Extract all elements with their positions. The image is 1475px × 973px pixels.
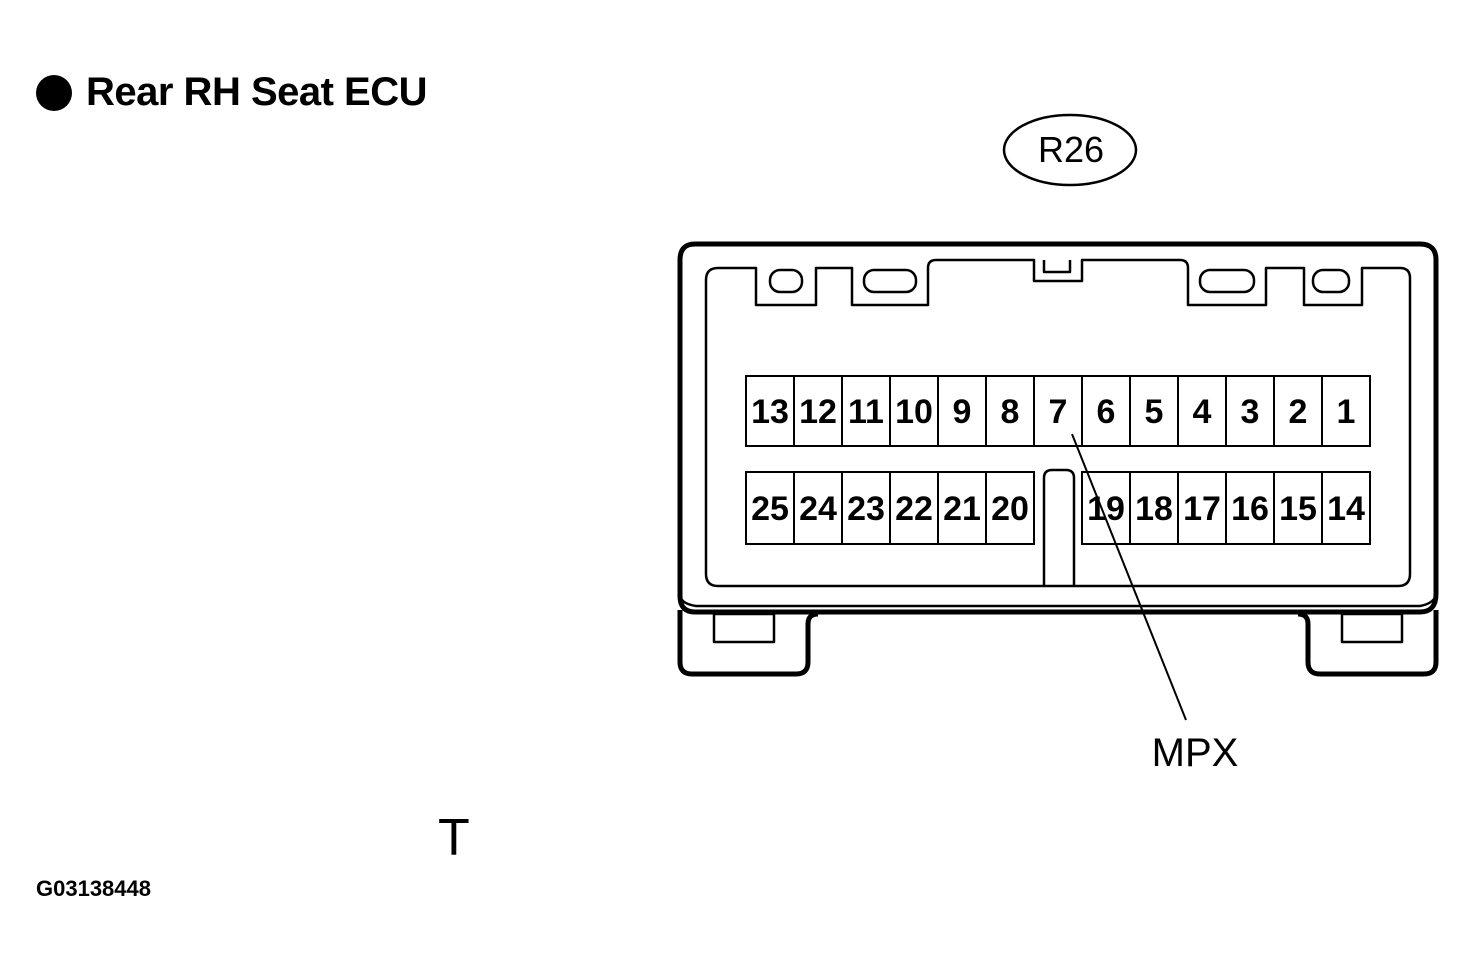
pin-21: 21 — [937, 471, 987, 545]
pin-5: 5 — [1129, 375, 1179, 447]
pin-cell — [937, 471, 987, 545]
pin-number: 4 — [1193, 393, 1212, 431]
pin-cell — [841, 375, 891, 447]
pin-cell — [1033, 375, 1083, 447]
pin-cell — [745, 375, 795, 447]
title-text: Rear RH Seat ECU — [86, 70, 428, 114]
view-mark: T — [438, 809, 470, 867]
callout-leader-line — [1071, 433, 1187, 721]
pin-10: 10 — [889, 375, 939, 447]
pin-cell — [793, 375, 843, 447]
pin-9: 9 — [937, 375, 987, 447]
pin-16: 16 — [1225, 471, 1275, 545]
pin-number: 21 — [943, 490, 981, 528]
pin-23: 23 — [841, 471, 891, 545]
pin-12: 12 — [793, 375, 843, 447]
pin-number: 13 — [751, 393, 789, 431]
pin-cell — [1225, 375, 1275, 447]
pin-7: 7 — [1033, 375, 1083, 447]
pin-22: 22 — [889, 471, 939, 545]
pin-cell — [1321, 375, 1371, 447]
pin-20: 20 — [985, 471, 1035, 545]
pin-number: 10 — [895, 393, 933, 431]
pin-cell — [841, 471, 891, 545]
pin-number: 17 — [1183, 490, 1221, 528]
pin-cell — [1177, 471, 1227, 545]
pin-3: 3 — [1225, 375, 1275, 447]
pin-cell — [1081, 471, 1131, 545]
pin-cell — [745, 471, 795, 545]
pin-13: 13 — [745, 375, 795, 447]
pin-14: 14 — [1321, 471, 1371, 545]
pin-2: 2 — [1273, 375, 1323, 447]
bullet-icon — [36, 74, 72, 111]
pin-8: 8 — [985, 375, 1035, 447]
pin-number: 11 — [848, 393, 884, 431]
pin-17: 17 — [1177, 471, 1227, 545]
pin-number: 20 — [991, 490, 1029, 528]
pin-1: 1 — [1321, 375, 1371, 447]
pin-number: 19 — [1087, 490, 1125, 528]
pin-cell — [889, 471, 939, 545]
pin-number: 1 — [1337, 393, 1356, 431]
pin-number: 18 — [1135, 490, 1173, 528]
pin-6: 6 — [1081, 375, 1131, 447]
figure-id: G03138448 — [36, 876, 151, 901]
pin-row-bottom-right: 19 18 17 16 15 14 — [1081, 471, 1371, 545]
pin-number: 12 — [799, 393, 837, 431]
pin-number: 15 — [1279, 490, 1317, 528]
connector-code-text: R26 — [1038, 129, 1104, 170]
callout-label: MPX — [1152, 731, 1239, 775]
pin-number: 22 — [895, 490, 933, 528]
pin-25: 25 — [745, 471, 795, 545]
pin-row-bottom-left: 25 24 23 22 21 20 — [745, 471, 1035, 545]
pin-cell — [1129, 375, 1179, 447]
connector-code-badge: R26 — [1002, 113, 1138, 187]
pin-number: 5 — [1145, 393, 1164, 431]
pin-cell — [1321, 471, 1371, 545]
pin-number: 7 — [1049, 393, 1068, 431]
pin-cell — [1273, 471, 1323, 545]
pin-24: 24 — [793, 471, 843, 545]
pin-cell — [985, 471, 1035, 545]
pin-number: 23 — [847, 490, 885, 528]
pin-number: 14 — [1327, 490, 1365, 528]
connector-housing — [677, 241, 1439, 677]
pin-number: 2 — [1289, 393, 1308, 431]
diagram-title: Rear RH Seat ECU — [36, 70, 428, 115]
pin-number: 8 — [1001, 393, 1020, 431]
pin-number: 6 — [1097, 393, 1116, 431]
pin-18: 18 — [1129, 471, 1179, 545]
pin-number: 3 — [1241, 393, 1260, 431]
pin-cell — [1273, 375, 1323, 447]
pin-4: 4 — [1177, 375, 1227, 447]
pin-15: 15 — [1273, 471, 1323, 545]
pin-cell — [1177, 375, 1227, 447]
pin-cell — [793, 471, 843, 545]
pin-number: 24 — [799, 490, 837, 528]
pin-number: 16 — [1231, 490, 1269, 528]
pin-cell — [1225, 471, 1275, 545]
pin-cell — [937, 375, 987, 447]
pin-11: 11 — [841, 375, 891, 447]
pin-number: 25 — [751, 490, 789, 528]
pin-cell — [889, 375, 939, 447]
pin-cell — [1129, 471, 1179, 545]
pin-number: 9 — [953, 393, 972, 431]
pin-19: 19 — [1081, 471, 1131, 545]
